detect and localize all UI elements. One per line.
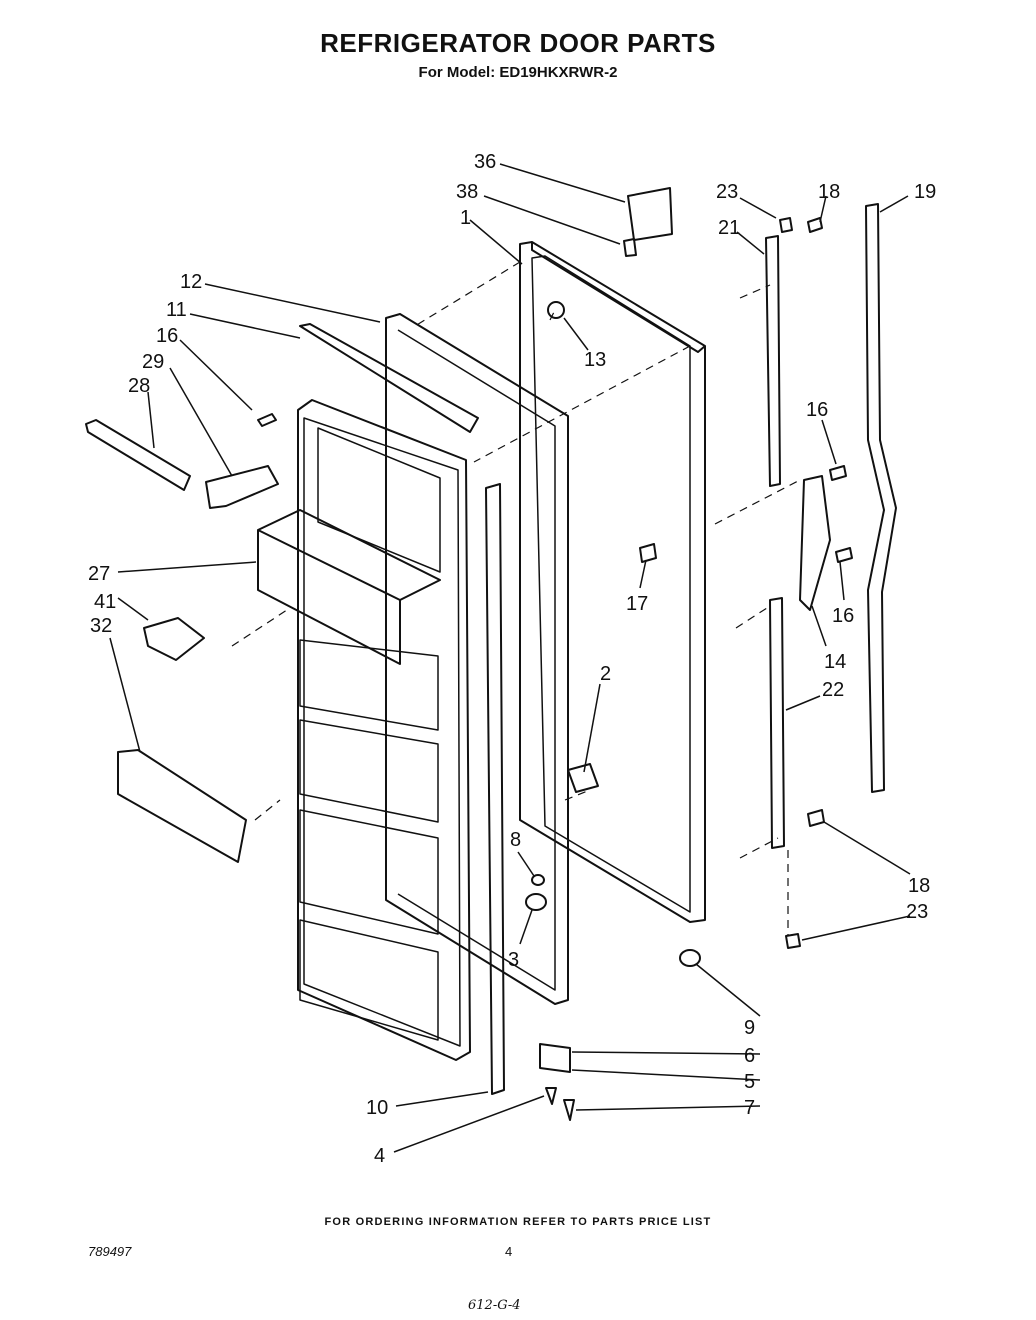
part-13-plug [547, 301, 565, 319]
part-19-handle [865, 203, 897, 793]
callout-label: 16 [156, 325, 178, 347]
part-21-trim [765, 235, 781, 487]
part-28-rail [85, 419, 191, 491]
part-29-bracket [205, 465, 279, 509]
callout-label: 5 [744, 1071, 755, 1093]
part-22-trim [769, 597, 785, 849]
callout-label: 41 [94, 591, 116, 613]
part-23-cap-bottom [785, 933, 801, 949]
part-7-screw [563, 1099, 575, 1121]
handwritten-note: 612-G-4 [468, 1298, 521, 1313]
callout-label: 27 [88, 563, 110, 585]
part-6-5-hinge [539, 1043, 571, 1073]
callout-label: 10 [366, 1097, 388, 1119]
callout-label: 19 [914, 181, 936, 203]
callout-label: 29 [142, 351, 164, 373]
ordering-info-note: FOR ORDERING INFORMATION REFER TO PARTS … [324, 1216, 712, 1228]
part-11-strip [299, 323, 479, 433]
callout-label: 7 [744, 1097, 755, 1119]
callout-label: 17 [626, 593, 648, 615]
callout-label: 21 [718, 217, 740, 239]
callout-label: 38 [456, 181, 478, 203]
callout-label: 3 [508, 949, 519, 971]
callout-label: 4 [374, 1145, 385, 1167]
callout-label: 12 [180, 271, 202, 293]
part-17-clip [639, 543, 657, 563]
part-36-shape [627, 187, 673, 241]
part-12-gasket [385, 313, 569, 1005]
part-23-cap-top [779, 217, 793, 233]
callout-label: 18 [818, 181, 840, 203]
callout-label: 2 [600, 663, 611, 685]
page-number: 4 [505, 1244, 513, 1259]
part-2-bracket [567, 763, 599, 793]
part-8-pin [531, 874, 545, 886]
part-16-screw-a [829, 465, 847, 481]
callout-label: 36 [474, 151, 496, 173]
callout-label: 22 [822, 679, 844, 701]
part-32-bar [117, 749, 247, 863]
part-18-screw-bottom [807, 809, 825, 827]
part-16-screw-b [835, 547, 853, 563]
callout-label: 16 [806, 399, 828, 421]
page-title: REFRIGERATOR DOOR PARTS [320, 28, 716, 58]
door-inner-liner [297, 399, 471, 1061]
part-3-bushing [525, 893, 547, 911]
part-18-screw-top [807, 217, 823, 233]
part-41-tray [143, 617, 205, 661]
callout-label: 23 [716, 181, 738, 203]
callout-label: 32 [90, 615, 112, 637]
part-16-screw-left [257, 413, 277, 427]
model-subtitle: For Model: ED19HKXRWR-2 [418, 64, 618, 81]
callout-label: 11 [166, 299, 187, 321]
callout-label: 23 [906, 901, 928, 923]
callout-label: 9 [744, 1017, 755, 1039]
part-38-shape [623, 238, 637, 257]
part-10-strip [485, 483, 505, 1095]
part-4-screw [545, 1087, 557, 1105]
part-9-glide [679, 949, 701, 967]
callout-label: 13 [584, 349, 606, 371]
callout-label: 16 [832, 605, 854, 627]
callout-label: 1 [460, 207, 471, 229]
callout-label: 28 [128, 375, 150, 397]
part-14-bracket [799, 475, 831, 611]
document-id: 789497 [88, 1244, 132, 1259]
callout-label: 18 [908, 875, 930, 897]
callout-label: 6 [744, 1045, 755, 1067]
callout-label: 14 [824, 651, 846, 673]
part-27-bin [257, 529, 401, 665]
callout-label: 8 [510, 829, 521, 851]
part-1-door-outer-panel [519, 241, 706, 923]
